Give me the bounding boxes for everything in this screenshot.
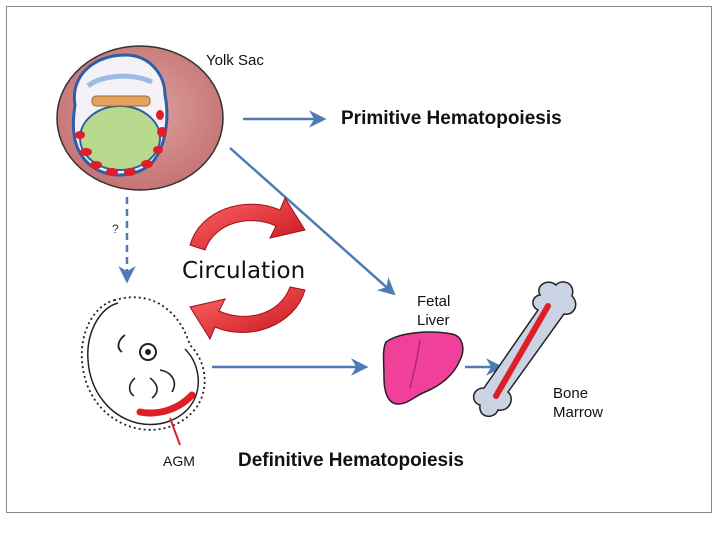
bone-marrow-label-line2: Marrow bbox=[553, 404, 604, 421]
fetal-liver-label-line1: Fetal bbox=[417, 293, 451, 310]
definitive-hematopoiesis-label: Definitive Hematopoiesis bbox=[238, 450, 464, 471]
circulation-arrows-icon bbox=[189, 196, 306, 341]
bone-marrow-label-line1: Bone bbox=[553, 385, 589, 402]
primitive-hematopoiesis-label: Primitive Hematopoiesis bbox=[341, 108, 562, 129]
bone-icon bbox=[472, 281, 577, 417]
circulation-label: Circulation bbox=[182, 258, 306, 284]
agm-label: AGM bbox=[163, 453, 195, 469]
fetal-liver-icon bbox=[382, 331, 464, 405]
fetal-liver-label-line2: Liver bbox=[417, 312, 450, 329]
arrow-yolk-to-liver bbox=[229, 147, 396, 296]
question-mark-label: ? bbox=[112, 222, 119, 236]
yolk-sac-label: Yolk Sac bbox=[206, 52, 264, 69]
yolk-sac-icon bbox=[56, 45, 224, 191]
embryo-icon bbox=[81, 296, 206, 446]
fetal-liver-label: Fetal Liver bbox=[417, 292, 450, 330]
bone-marrow-label: Bone Marrow bbox=[553, 384, 603, 422]
